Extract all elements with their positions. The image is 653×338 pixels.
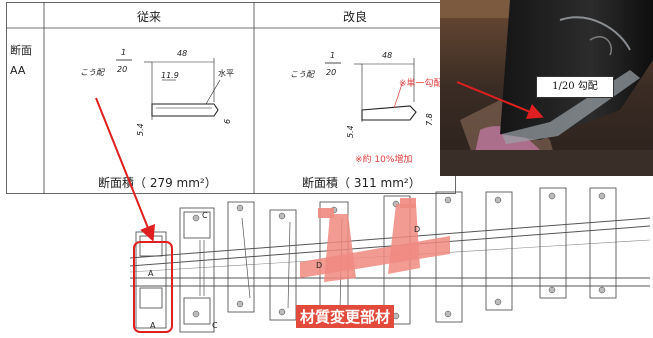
highlight-block-right bbox=[388, 204, 420, 274]
row-label-aa: AA bbox=[10, 64, 26, 77]
rail-photo bbox=[440, 0, 653, 176]
label-a-top: A bbox=[148, 269, 154, 278]
label-d-left: D bbox=[316, 261, 322, 270]
width-dim-before: 48 bbox=[177, 49, 187, 58]
caption-material-change: 材質変更部材 bbox=[296, 305, 395, 328]
rail-photo-image bbox=[440, 0, 653, 176]
dim-5-4-after: 5.4 bbox=[346, 125, 355, 138]
gradient-label-before: こう配 bbox=[80, 68, 106, 77]
gradient-num-before: 1 bbox=[121, 48, 126, 57]
section-after-drawing: こう配 1 20 48 7.8 5.4 bbox=[290, 51, 434, 138]
width-dim-after: 48 bbox=[382, 51, 392, 60]
turnout-drawing: A A C C D D bbox=[120, 178, 653, 334]
highlight-block-left bbox=[324, 214, 356, 282]
gradient-den-before: 20 bbox=[117, 65, 127, 74]
gradient-den-after: 20 bbox=[326, 68, 336, 77]
comparison-table: 従来 改良 断面 AA こう配 1 20 48 11.9 水平 5.4 6 断面… bbox=[6, 2, 456, 194]
area-after: 断面積（ 311 mm²） bbox=[302, 176, 421, 190]
label-c-top: C bbox=[202, 211, 208, 220]
label-d-right: D bbox=[414, 225, 420, 234]
gradient-label-after: こう配 bbox=[290, 70, 316, 79]
header-after: 改良 bbox=[342, 10, 367, 24]
gradient-label-photo: 1/20 勾配 bbox=[536, 76, 614, 98]
row-label-section: 断面 bbox=[10, 44, 32, 57]
turnout-plan: A A C C D D bbox=[129, 187, 651, 333]
highlight-rail bbox=[300, 236, 450, 278]
note-uniform-gradient: ※単一勾配 bbox=[399, 79, 443, 89]
dim-5-4-before: 5.4 bbox=[136, 123, 145, 136]
header-before: 従来 bbox=[136, 10, 161, 24]
dim-11-9-before: 11.9 bbox=[161, 71, 179, 80]
horizontal-label-before: 水平 bbox=[218, 68, 234, 78]
dim-7-8-after: 7.8 bbox=[425, 113, 434, 126]
section-before-drawing: こう配 1 20 48 11.9 水平 5.4 6 bbox=[80, 48, 234, 136]
dim-6-before: 6 bbox=[223, 119, 232, 124]
highlight-frame-a bbox=[133, 241, 173, 333]
label-c-bottom: C bbox=[212, 321, 218, 330]
gradient-num-after: 1 bbox=[330, 51, 335, 60]
label-a-bottom: A bbox=[150, 321, 156, 330]
note-increase: ※約 10%増加 bbox=[355, 155, 413, 165]
